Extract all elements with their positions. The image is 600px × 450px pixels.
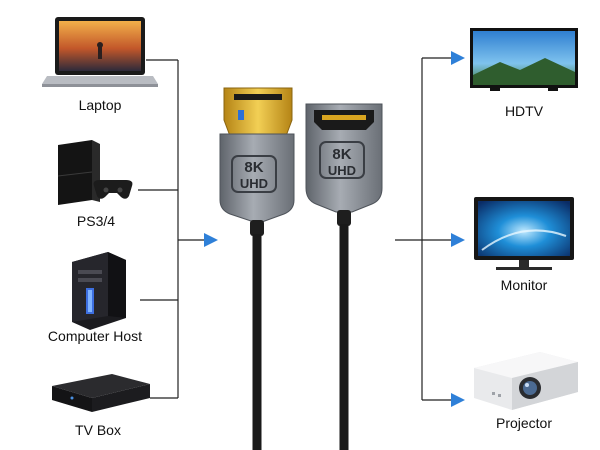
output-label-hdtv: HDTV <box>504 103 544 119</box>
projector-icon <box>474 352 578 410</box>
monitor-arrow-icon <box>451 233 465 247</box>
source-connector-lines <box>138 59 205 399</box>
hdtv-icon <box>470 28 578 91</box>
hdmi-female-socket <box>305 103 383 450</box>
monitor-icon <box>474 197 574 270</box>
laptop-icon <box>42 17 158 87</box>
output-label-monitor: Monitor <box>500 277 548 293</box>
game-console-icon <box>57 140 133 205</box>
source-label-tv-box: TV Box <box>75 422 121 438</box>
hdmi-male-plug <box>219 87 295 450</box>
source-label-ps: PS3/4 <box>76 213 116 229</box>
hdtv-arrow-icon <box>451 51 465 65</box>
tv-box-icon <box>52 374 150 412</box>
source-label-laptop: Laptop <box>78 97 122 113</box>
output-connector-lines <box>395 57 452 401</box>
female-badge-bottom: UHD <box>328 163 356 178</box>
output-label-projector: Projector <box>495 415 553 431</box>
female-badge-top: 8K <box>332 146 351 163</box>
source-label-computer-host: Computer Host <box>47 328 143 344</box>
desktop-tower-icon <box>72 252 126 330</box>
projector-arrow-icon <box>451 393 465 407</box>
input-arrow-icon <box>204 233 218 247</box>
male-badge-top: 8K <box>244 159 263 176</box>
male-badge-bottom: UHD <box>240 176 268 191</box>
